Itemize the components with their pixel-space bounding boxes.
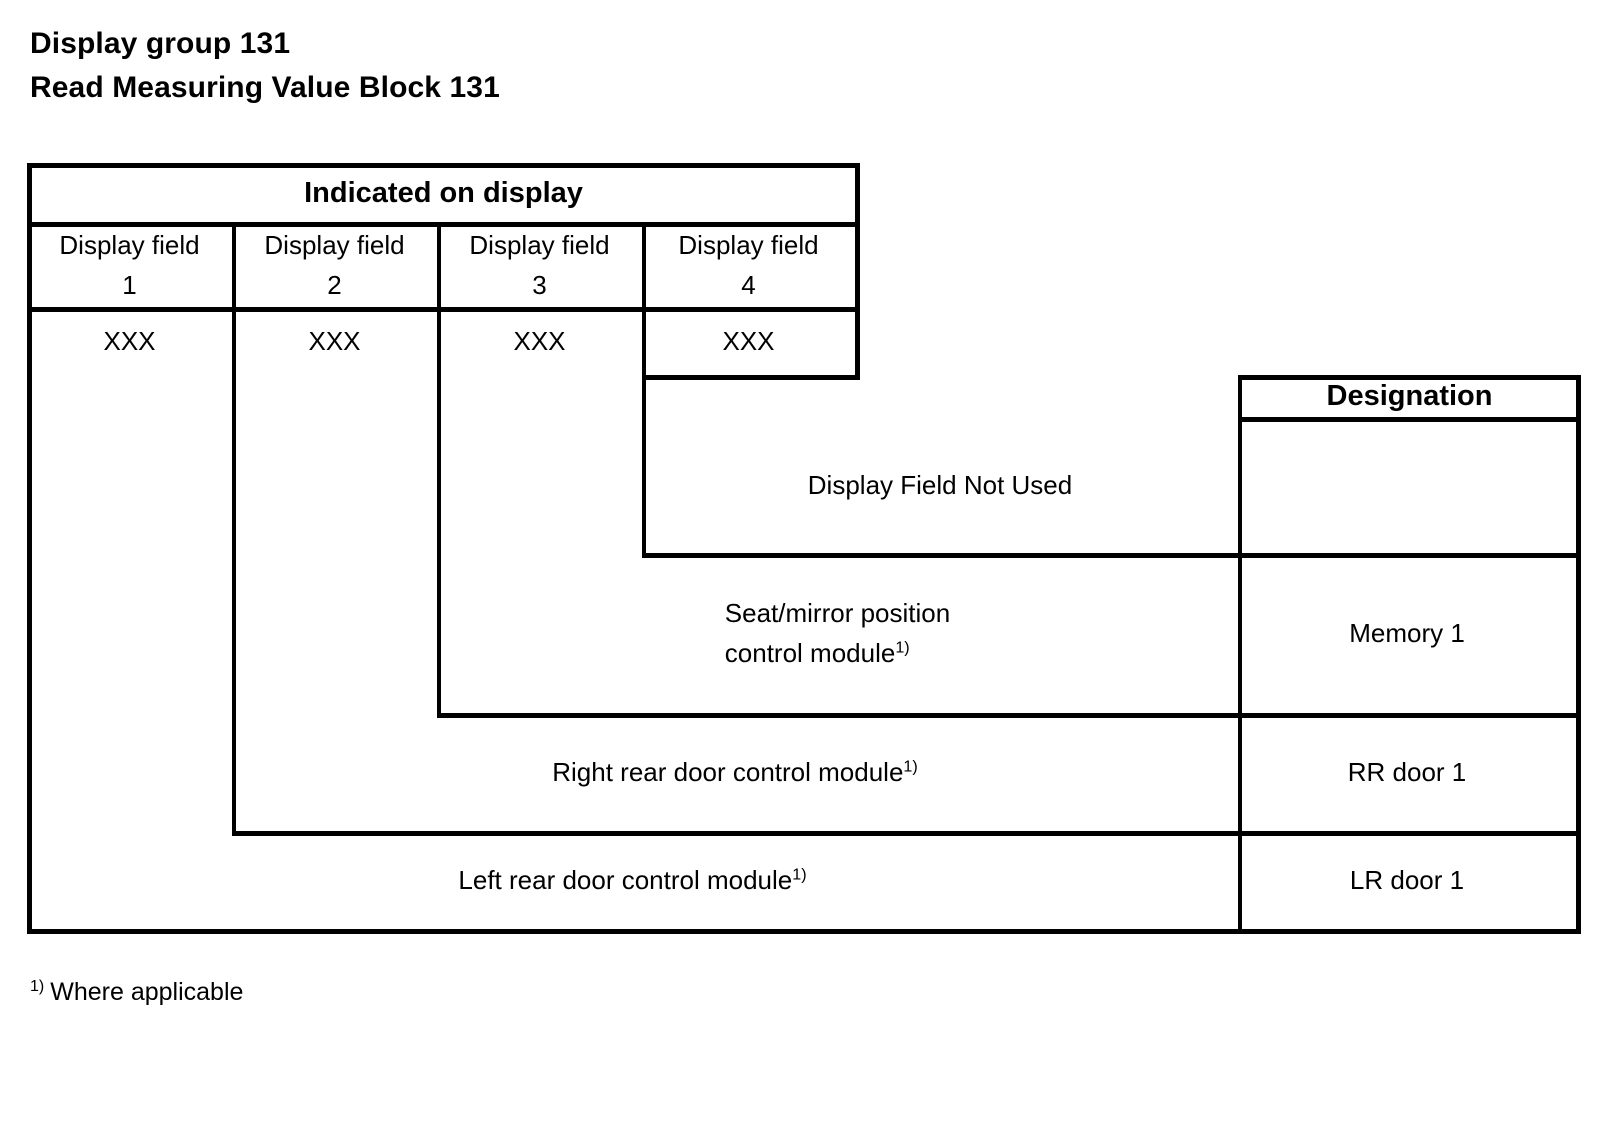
rule-right-outer bbox=[1576, 375, 1581, 934]
display-field-1-header: Display field 1 bbox=[27, 222, 232, 307]
document-heading: Display group 131 Read Measuring Value B… bbox=[30, 22, 1030, 110]
rule-col-divider-3 bbox=[642, 222, 646, 557]
rule-under-not-used-row bbox=[642, 553, 1581, 558]
display-field-3-value: XXX bbox=[513, 326, 566, 356]
row-memory1-description: Seat/mirror position control module1) bbox=[437, 553, 1238, 713]
rule-under-group-header bbox=[27, 222, 860, 227]
rule-left-outer bbox=[27, 163, 32, 934]
row-rr-door-description: Right rear door control module1) bbox=[232, 713, 1238, 831]
display-field-2-value: XXX bbox=[308, 326, 361, 356]
row-lr-door-description: Left rear door control module1) bbox=[27, 831, 1238, 929]
rule-table-bottom bbox=[27, 929, 1581, 934]
row-not-used-designation bbox=[1238, 417, 1576, 553]
display-field-1-value: XXX bbox=[103, 326, 156, 356]
display-field-4-value: XXX bbox=[722, 326, 775, 356]
row-memory1-footnote-mark: 1) bbox=[895, 638, 910, 657]
rule-under-memory1-row bbox=[437, 713, 1581, 718]
row-lr-door-text: Left rear door control module bbox=[458, 865, 793, 895]
rule-designation-left bbox=[1238, 375, 1242, 934]
row-lr-door-designation: LR door 1 bbox=[1349, 865, 1465, 895]
footnote-text: Where applicable bbox=[50, 978, 244, 1006]
display-field-2-number: 2 bbox=[327, 269, 342, 300]
rule-indicated-right-edge bbox=[855, 163, 860, 380]
row-rr-door-text: Right rear door control module bbox=[552, 757, 904, 787]
group-header-indicated-on-display: Indicated on display bbox=[27, 163, 860, 222]
row-lr-door-footnote-mark: 1) bbox=[792, 865, 807, 884]
heading-line-measuring-block: Read Measuring Value Block 131 bbox=[30, 71, 500, 104]
display-field-2-header: Display field 2 bbox=[232, 222, 437, 307]
row-memory1-text-line2: control module bbox=[724, 638, 896, 668]
display-field-4-number: 4 bbox=[741, 269, 756, 300]
heading-line-display-group: Display group 131 bbox=[30, 27, 291, 60]
display-field-3-header: Display field 3 bbox=[437, 222, 642, 307]
display-field-4-label: Display field bbox=[678, 229, 819, 260]
row-not-used-text: Display Field Not Used bbox=[807, 470, 1073, 500]
row-memory1-text-line1: Seat/mirror position bbox=[724, 598, 951, 628]
display-field-2-label: Display field bbox=[264, 229, 405, 260]
designation-header-label: Designation bbox=[1326, 380, 1493, 412]
group-header-label: Indicated on display bbox=[304, 176, 583, 209]
rule-designation-top bbox=[1238, 375, 1581, 380]
display-field-3-label: Display field bbox=[469, 229, 610, 260]
display-field-1-number: 1 bbox=[122, 269, 137, 300]
rule-under-xxx-row bbox=[642, 375, 860, 380]
display-field-1-label: Display field bbox=[59, 229, 200, 260]
display-field-3-number: 3 bbox=[532, 269, 547, 300]
rule-col-divider-2 bbox=[437, 222, 441, 717]
row-not-used-description: Display Field Not Used bbox=[642, 417, 1238, 553]
row-rr-door-footnote-mark: 1) bbox=[903, 757, 918, 776]
footnote-mark: 1) bbox=[30, 977, 45, 995]
row-memory1-designation: Memory 1 bbox=[1349, 618, 1465, 648]
rule-table-top bbox=[27, 163, 860, 168]
rule-under-field-labels bbox=[27, 307, 860, 312]
display-field-4-header: Display field 4 bbox=[642, 222, 855, 307]
row-rr-door-designation: RR door 1 bbox=[1347, 757, 1467, 787]
footnote: 1) Where applicable bbox=[30, 975, 243, 1009]
designation-header: Designation bbox=[1238, 375, 1581, 417]
rule-under-rr-door-row bbox=[232, 831, 1581, 836]
rule-under-designation-header bbox=[1238, 417, 1581, 422]
rule-col-divider-1 bbox=[232, 222, 236, 835]
